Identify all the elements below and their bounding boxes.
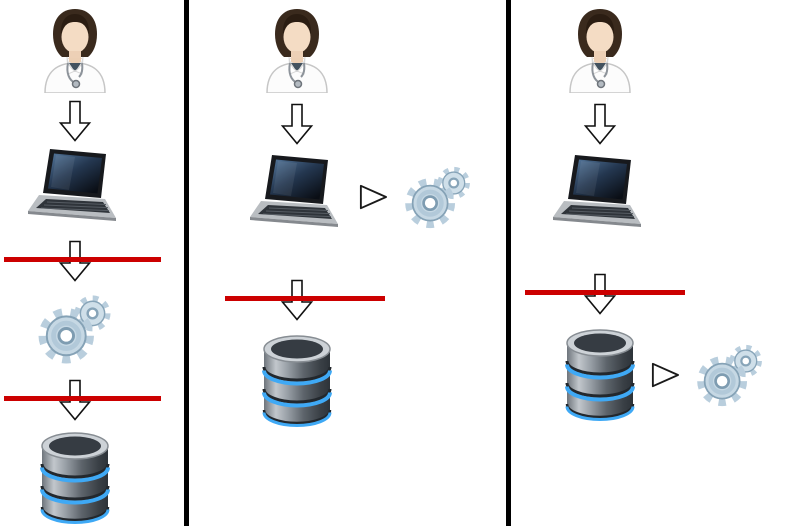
triangle-right-icon — [649, 361, 681, 389]
flow-step — [260, 335, 334, 427]
flow-step — [38, 432, 112, 524]
gears-icon — [389, 160, 473, 234]
side-process — [637, 338, 765, 412]
flow-step — [552, 155, 648, 239]
column-divider — [184, 0, 189, 526]
barrier — [513, 273, 687, 319]
barrier-line — [4, 396, 161, 401]
database-icon — [563, 329, 637, 421]
laptop-icon — [27, 149, 123, 233]
doctor-icon — [35, 8, 115, 93]
flow-step — [27, 149, 123, 233]
gears-icon — [681, 338, 765, 412]
column-1 — [0, 0, 161, 524]
barrier — [191, 279, 403, 325]
arrow-down-icon — [58, 100, 92, 142]
side-process — [345, 160, 473, 234]
flow-step — [35, 8, 115, 93]
barrier — [0, 240, 161, 286]
barrier-line — [525, 290, 685, 295]
database-icon — [260, 335, 334, 427]
flow-step — [280, 103, 314, 145]
arrow-down-icon — [583, 103, 617, 145]
flow-step — [36, 293, 114, 365]
column-divider — [506, 0, 511, 526]
barrier-line — [225, 296, 385, 301]
flow-step — [563, 329, 637, 421]
arrow-down-icon — [280, 103, 314, 145]
laptop-icon — [552, 155, 648, 239]
doctor-icon — [257, 8, 337, 93]
database-icon — [38, 432, 112, 524]
laptop-icon — [249, 155, 345, 239]
barrier-line — [4, 257, 161, 262]
flow-step — [560, 8, 640, 93]
triangle-right-icon — [357, 183, 389, 211]
gears-icon — [36, 293, 114, 365]
column-2 — [191, 0, 403, 427]
flow-step — [58, 100, 92, 142]
flow-step — [257, 8, 337, 93]
barrier — [0, 379, 161, 425]
flow-step — [583, 103, 617, 145]
column-3 — [513, 0, 687, 421]
flow-step — [249, 155, 345, 239]
doctor-icon — [560, 8, 640, 93]
